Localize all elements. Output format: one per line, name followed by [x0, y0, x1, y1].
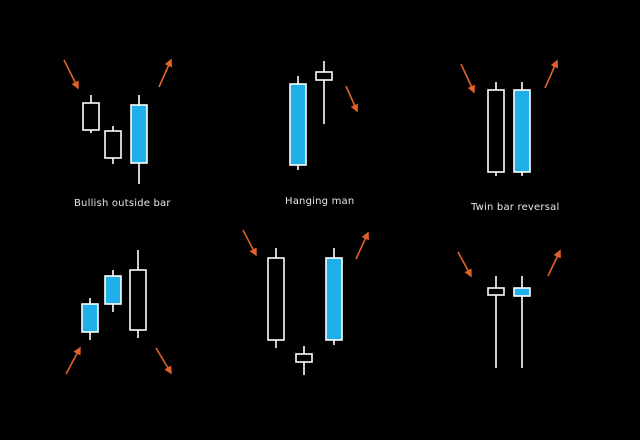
candle-body-bullish-outside-bar-3: [130, 104, 148, 164]
candle-body-twin-bar-reversal-1: [487, 89, 505, 173]
candle-body-hanging-man-2: [315, 71, 333, 81]
candle-body-inverted-hanging-man-3: [325, 257, 343, 341]
candle-body-bearish-outside-bar-3: [129, 269, 147, 331]
trend-arrow-icon: [65, 346, 81, 375]
caption-twin-bar-reversal: Twin bar reversal: [471, 202, 560, 213]
candle-body-twin-bar-reversal-2: [513, 89, 531, 173]
candle-body-bullish-outside-bar-2: [104, 130, 122, 159]
caption-hanging-man: Hanging man: [285, 196, 355, 207]
trend-arrow-icon: [63, 59, 79, 90]
trend-arrow-icon: [158, 58, 173, 88]
candle-body-twin-doji-1: [487, 287, 505, 296]
trend-arrow-icon: [355, 231, 369, 260]
candle-body-bearish-outside-bar-1: [81, 303, 99, 333]
candle-body-bullish-outside-bar-1: [82, 102, 100, 131]
candle-body-bearish-outside-bar-2: [104, 275, 122, 305]
trend-arrow-icon: [345, 85, 359, 113]
candle-body-twin-doji-2: [513, 287, 531, 297]
trend-arrow-icon: [460, 63, 475, 94]
candle-body-inverted-hanging-man-1: [267, 257, 285, 341]
trend-arrow-icon: [457, 251, 472, 278]
trend-arrow-icon: [544, 59, 559, 89]
trend-arrow-icon: [547, 249, 561, 277]
caption-bullish-outside-bar: Bullish outside bar: [74, 198, 171, 209]
trend-arrow-icon: [155, 347, 172, 375]
candle-body-hanging-man-1: [289, 83, 307, 166]
trend-arrow-icon: [242, 229, 257, 257]
candle-body-inverted-hanging-man-2: [295, 353, 313, 363]
